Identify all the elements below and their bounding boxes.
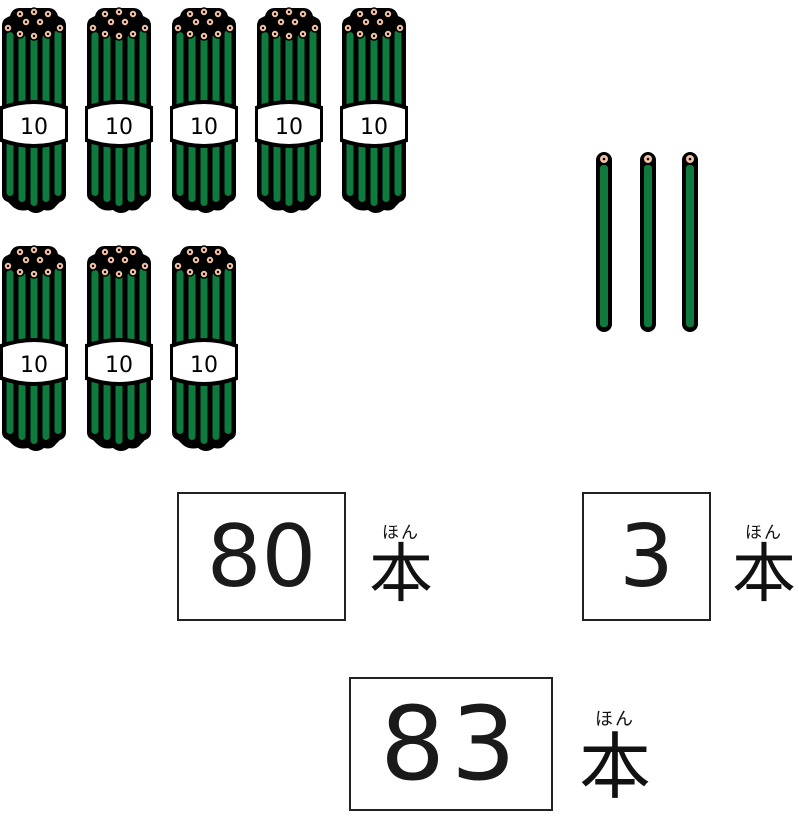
total-count-box: 83 <box>349 677 553 811</box>
pencil-icon <box>596 152 612 332</box>
tens-count-value: 80 <box>206 506 317 607</box>
pencil-bundle: 10 <box>84 242 154 456</box>
pencil-bundle-1: 10 <box>0 7 69 213</box>
pencil-icon <box>640 152 656 332</box>
pencil-bundle: 10 <box>169 242 239 456</box>
single-pencil <box>594 151 614 333</box>
tens-unit-ruby: ほん <box>382 523 420 543</box>
pencil-bundle: 10 <box>254 4 324 218</box>
ones-unit-ruby: ほん <box>745 523 783 543</box>
total-unit-kanji: 本 <box>578 725 651 809</box>
tens-count-box: 80 <box>177 492 346 621</box>
ones-count-value: 3 <box>619 506 674 607</box>
pencil-bundle-8: 10 <box>169 245 239 451</box>
pencil-bundle-5: 10 <box>339 7 409 213</box>
pencil-bundle-3: 10 <box>169 7 239 213</box>
pencil-bundle: 10 <box>84 4 154 218</box>
pencil-bundle-4: 10 <box>254 7 324 213</box>
bundle-label: 10 <box>190 115 218 140</box>
pencil-bundle: 10 <box>339 4 409 218</box>
single-pencil <box>680 151 700 333</box>
bundle-label: 10 <box>275 115 303 140</box>
single-pencil <box>638 151 658 333</box>
bundle-label: 10 <box>20 353 48 378</box>
ones-unit-kanji: 本 <box>732 538 796 612</box>
bundle-label: 10 <box>360 115 388 140</box>
pencil-bundle: 10 <box>0 242 69 456</box>
pencil-icon <box>682 152 698 332</box>
pencil-bundle-2: 10 <box>84 7 154 213</box>
ones-unit-label: ほん 本 <box>729 518 799 607</box>
tens-unit-label: ほん 本 <box>366 518 436 607</box>
pencil-bundle: 10 <box>0 4 69 218</box>
tens-unit-kanji: 本 <box>369 538 433 612</box>
ones-count-box: 3 <box>582 492 711 621</box>
bundle-label: 10 <box>105 353 133 378</box>
bundle-label: 10 <box>105 115 133 140</box>
total-count-value: 83 <box>380 684 522 804</box>
pencil-bundle-6: 10 <box>0 245 69 451</box>
pencil-bundle-7: 10 <box>84 245 154 451</box>
total-unit-label: ほん 本 <box>574 705 656 803</box>
total-unit-ruby: ほん <box>595 709 635 730</box>
bundle-label: 10 <box>190 353 218 378</box>
bundle-label: 10 <box>20 115 48 140</box>
pencil-bundle: 10 <box>169 4 239 218</box>
